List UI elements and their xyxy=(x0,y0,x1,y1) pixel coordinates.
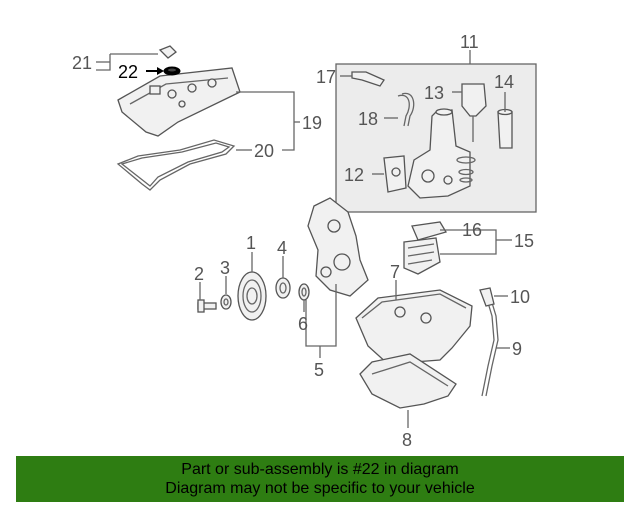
parts-diagram: 1 2 3 4 5 6 7 8 9 10 11 12 13 14 15 16 1… xyxy=(72,32,537,450)
oil-filler-cap[interactable] xyxy=(158,45,177,59)
filter-housing[interactable] xyxy=(407,108,471,199)
filter-o-rings[interactable] xyxy=(456,156,476,183)
callout-8: 8 xyxy=(402,430,412,450)
leader-lines xyxy=(96,50,512,428)
housing-gasket[interactable] xyxy=(383,155,407,193)
washer[interactable] xyxy=(220,294,232,310)
pulley-bolt[interactable] xyxy=(197,299,217,313)
callout-16: 16 xyxy=(462,220,482,240)
callout-12: 12 xyxy=(344,165,364,185)
oil-pan[interactable] xyxy=(355,289,473,365)
callout-9: 9 xyxy=(512,339,522,359)
dipstick-tube[interactable] xyxy=(481,295,499,397)
seal-ring-part-22[interactable] xyxy=(163,66,181,76)
crankshaft-seal[interactable] xyxy=(275,277,291,299)
highlight-leader-22 xyxy=(146,67,164,75)
callout-18: 18 xyxy=(358,109,378,129)
callout-17: 17 xyxy=(316,67,336,87)
dipstick-handle[interactable] xyxy=(479,287,495,307)
callout-6: 6 xyxy=(298,314,308,334)
oil-pipe[interactable] xyxy=(397,92,415,127)
lower-oil-pan[interactable] xyxy=(359,353,457,409)
filter-element[interactable] xyxy=(497,108,513,149)
callout-19: 19 xyxy=(302,113,322,133)
callout-1: 1 xyxy=(246,233,256,253)
banner-line-part-info: Part or sub-assembly is #22 in diagram xyxy=(181,461,459,478)
crankshaft-pulley[interactable] xyxy=(237,271,267,321)
front-seal[interactable] xyxy=(298,283,310,301)
info-banner: Part or sub-assembly is #22 in diagram D… xyxy=(16,456,624,502)
callout-4: 4 xyxy=(277,238,287,258)
callout-7: 7 xyxy=(390,262,400,282)
oil-cooler[interactable] xyxy=(403,237,441,275)
callout-14: 14 xyxy=(494,72,514,92)
valve-cover-gasket[interactable] xyxy=(116,139,236,191)
callout-15: 15 xyxy=(514,231,534,251)
callout-5: 5 xyxy=(314,360,324,380)
timing-cover[interactable] xyxy=(307,197,369,297)
callout-3: 3 xyxy=(220,258,230,278)
callout-21: 21 xyxy=(72,53,92,73)
oil-cooler-gasket[interactable] xyxy=(411,221,447,241)
callout-13: 13 xyxy=(424,83,444,103)
callout-10: 10 xyxy=(510,287,530,307)
oil-sensor[interactable] xyxy=(351,71,385,87)
callout-2: 2 xyxy=(194,264,204,284)
valve-cover[interactable] xyxy=(117,67,241,137)
callout-20: 20 xyxy=(254,141,274,161)
callout-22: 22 xyxy=(118,62,138,82)
banner-line-disclaimer: Diagram may not be specific to your vehi… xyxy=(165,480,475,497)
callout-11: 11 xyxy=(460,32,479,52)
filter-cap[interactable] xyxy=(461,83,487,142)
